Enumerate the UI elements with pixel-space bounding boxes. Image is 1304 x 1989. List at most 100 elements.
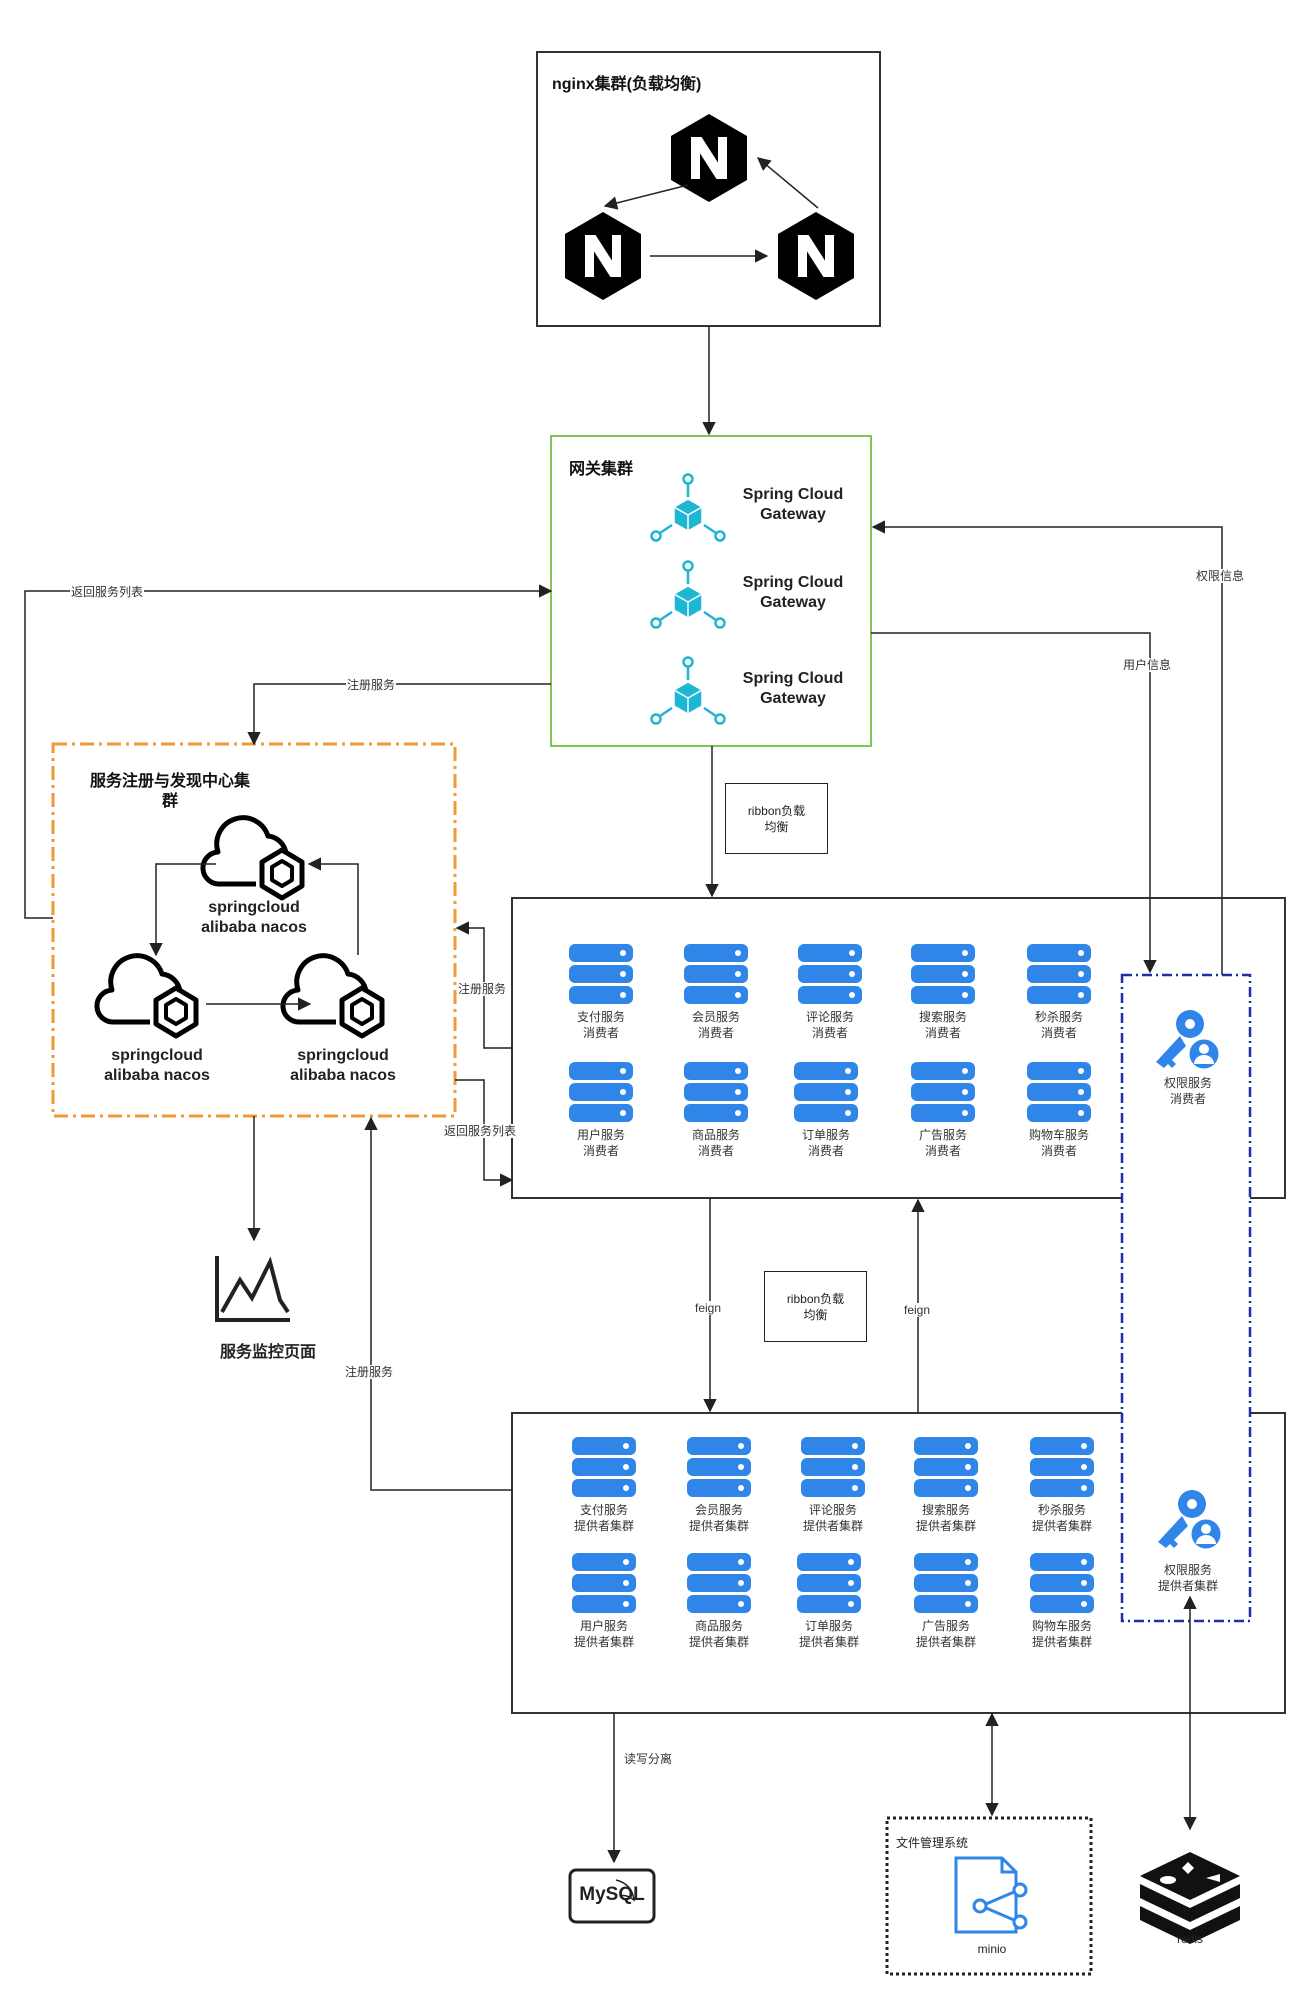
edge-label: feign bbox=[903, 1303, 932, 1317]
edge-label: 注册服务 bbox=[346, 678, 397, 692]
consumer-service: 购物车服务 消费者 bbox=[1011, 1062, 1107, 1159]
node-label: 购物车服务 提供者集群 bbox=[1031, 1619, 1092, 1649]
consumer-service: 会员服务 消费者 bbox=[668, 944, 764, 1041]
monitor-label: 服务监控页面 bbox=[219, 1344, 316, 1361]
edge-label: 返回服务列表 bbox=[70, 585, 145, 599]
server-icon bbox=[1030, 1437, 1094, 1497]
node-label: 会员服务 提供者集群 bbox=[688, 1503, 749, 1533]
node-label: 评论服务 提供者集群 bbox=[802, 1503, 863, 1533]
gateway-node-label: Spring Cloud Gateway bbox=[742, 574, 844, 611]
node-label: 广告服务 提供者集群 bbox=[915, 1619, 976, 1649]
node-label: 支付服务 提供者集群 bbox=[573, 1503, 634, 1533]
consumer-service: 订单服务 消费者 bbox=[778, 1062, 874, 1159]
server-icon bbox=[794, 1062, 858, 1122]
consumer-service: 用户服务 消费者 bbox=[553, 1062, 649, 1159]
nacos-icon bbox=[97, 956, 196, 1036]
edge-label: 返回服务列表 bbox=[443, 1124, 518, 1138]
server-icon bbox=[797, 1553, 861, 1613]
server-icon bbox=[801, 1437, 865, 1497]
provider-service: 用户服务 提供者集群 bbox=[556, 1553, 652, 1650]
redis-icon bbox=[1140, 1852, 1240, 1944]
edge-label: 注册服务 bbox=[457, 982, 508, 996]
server-icon bbox=[569, 944, 633, 1004]
consumer-service: 评论服务 消费者 bbox=[782, 944, 878, 1041]
gateway-node-label: Spring Cloud Gateway bbox=[742, 670, 844, 707]
server-icon bbox=[911, 1062, 975, 1122]
provider-service: 会员服务 提供者集群 bbox=[671, 1437, 767, 1534]
node-label: 搜索服务 提供者集群 bbox=[915, 1503, 976, 1533]
nacos-icon bbox=[203, 818, 302, 898]
provider-service: 支付服务 提供者集群 bbox=[556, 1437, 652, 1534]
edge-label: 权限信息 bbox=[1195, 569, 1246, 583]
ribbon-note: ribbon负载 均衡 bbox=[764, 1271, 867, 1342]
consumer-service: 商品服务 消费者 bbox=[668, 1062, 764, 1159]
server-icon bbox=[1027, 944, 1091, 1004]
gateway-icon bbox=[650, 656, 726, 725]
edge-label: feign bbox=[694, 1301, 723, 1315]
consumer-service: 秒杀服务 消费者 bbox=[1011, 944, 1107, 1041]
node-label: 商品服务 消费者 bbox=[691, 1128, 740, 1158]
nginx-icon bbox=[670, 113, 748, 203]
monitor-icon bbox=[215, 1256, 290, 1322]
provider-service: 秒杀服务 提供者集群 bbox=[1014, 1437, 1110, 1534]
node-label: 会员服务 消费者 bbox=[691, 1010, 740, 1040]
nacos-node-label: springcloud alibaba nacos bbox=[201, 899, 307, 936]
server-icon bbox=[911, 944, 975, 1004]
provider-service: 广告服务 提供者集群 bbox=[898, 1553, 994, 1650]
redis-label: redis bbox=[1176, 1932, 1203, 1946]
server-icon bbox=[687, 1437, 751, 1497]
server-icon bbox=[572, 1553, 636, 1613]
mysql-label: MySQL bbox=[579, 1884, 645, 1905]
node-label: 订单服务 提供者集群 bbox=[798, 1619, 859, 1649]
server-icon bbox=[798, 944, 862, 1004]
server-icon bbox=[684, 1062, 748, 1122]
provider-service: 搜索服务 提供者集群 bbox=[898, 1437, 994, 1534]
edge-label: 用户信息 bbox=[1122, 658, 1173, 672]
auth-provider-label: 权限服务 提供者集群 bbox=[1157, 1563, 1218, 1593]
consumer-service: 广告服务 消费者 bbox=[895, 1062, 991, 1159]
server-icon bbox=[569, 1062, 633, 1122]
node-label: 购物车服务 消费者 bbox=[1028, 1128, 1089, 1158]
nacos-icon bbox=[283, 956, 382, 1036]
server-icon bbox=[684, 944, 748, 1004]
node-label: 订单服务 消费者 bbox=[801, 1128, 850, 1158]
file-system-box bbox=[885, 1816, 1093, 1976]
node-label: 广告服务 消费者 bbox=[918, 1128, 967, 1158]
node-label: 评论服务 消费者 bbox=[805, 1010, 854, 1040]
node-label: 用户服务 消费者 bbox=[576, 1128, 625, 1158]
node-label: 秒杀服务 消费者 bbox=[1034, 1010, 1083, 1040]
auth-consumer-label: 权限服务 消费者 bbox=[1163, 1076, 1212, 1106]
provider-service: 订单服务 提供者集群 bbox=[781, 1553, 877, 1650]
node-label: 商品服务 提供者集群 bbox=[688, 1619, 749, 1649]
minio-label: minio bbox=[977, 1942, 1007, 1956]
registry-cluster-title: 服务注册与发现中心集 群 bbox=[89, 773, 250, 810]
mysql-icon bbox=[568, 1868, 656, 1924]
gateway-cluster-title: 网关集群 bbox=[569, 461, 634, 478]
node-label: 用户服务 提供者集群 bbox=[573, 1619, 634, 1649]
nginx-cluster-title: nginx集群(负载均衡) bbox=[552, 76, 702, 93]
gateway-node-label: Spring Cloud Gateway bbox=[742, 486, 844, 523]
node-label: 搜索服务 消费者 bbox=[918, 1010, 967, 1040]
gateway-icon bbox=[650, 473, 726, 542]
server-icon bbox=[572, 1437, 636, 1497]
edge-label: 读写分离 bbox=[623, 1752, 674, 1766]
nginx-icon bbox=[777, 211, 855, 301]
provider-service: 评论服务 提供者集群 bbox=[785, 1437, 881, 1534]
provider-service: 商品服务 提供者集群 bbox=[671, 1553, 767, 1650]
provider-service: 购物车服务 提供者集群 bbox=[1014, 1553, 1110, 1650]
consumer-service: 支付服务 消费者 bbox=[553, 944, 649, 1041]
server-icon bbox=[1027, 1062, 1091, 1122]
edge-label: 注册服务 bbox=[344, 1365, 395, 1379]
server-icon bbox=[687, 1553, 751, 1613]
node-label: 秒杀服务 提供者集群 bbox=[1031, 1503, 1092, 1533]
file-system-title: 文件管理系统 bbox=[896, 1836, 969, 1850]
ribbon-note: ribbon负载 均衡 bbox=[725, 783, 828, 854]
nacos-node-label: springcloud alibaba nacos bbox=[290, 1047, 396, 1084]
nginx-icon bbox=[564, 211, 642, 301]
gateway-icon bbox=[650, 560, 726, 629]
server-icon bbox=[914, 1553, 978, 1613]
provider-box bbox=[511, 1412, 1286, 1714]
server-icon bbox=[1030, 1553, 1094, 1613]
